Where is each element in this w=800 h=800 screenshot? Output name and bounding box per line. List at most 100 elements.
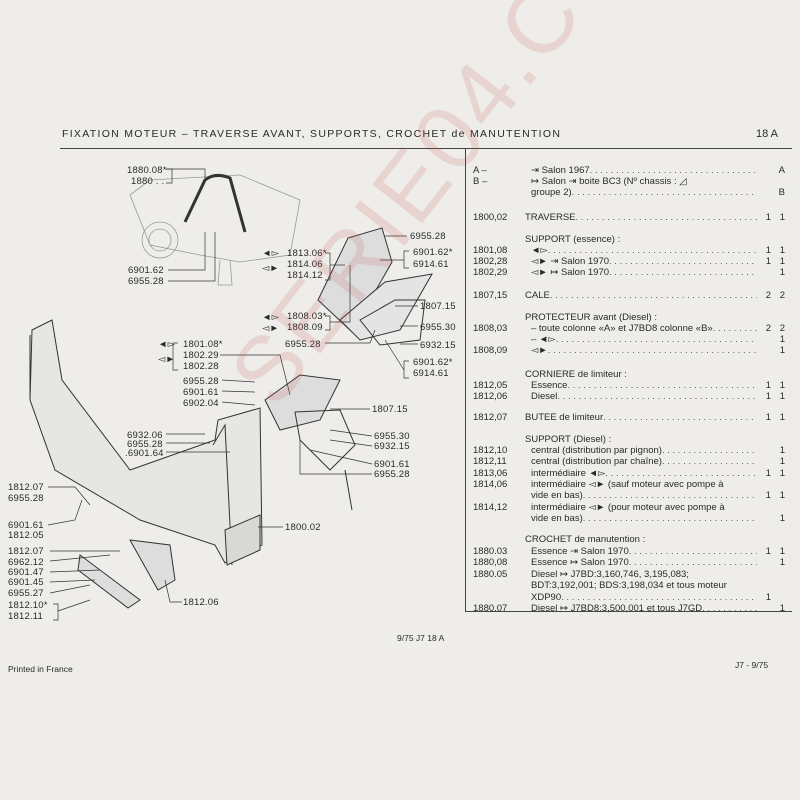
- part-row: SUPPORT (Diesel) :: [473, 434, 785, 445]
- part-description-cell: SUPPORT (essence) :: [525, 234, 757, 245]
- qty-col-2: 1: [779, 334, 785, 345]
- part-description-cell: vide en bas): [525, 490, 757, 501]
- part-number: [473, 334, 525, 345]
- part-callout: ◅►: [262, 323, 280, 334]
- part-description-cell: groupe 2): [525, 187, 757, 198]
- part-description-cell: Essence ↦ Salon 1970: [525, 557, 757, 568]
- dot-leader: [567, 380, 757, 391]
- part-description: ↦ Salon ⇥ boite BC3 (Nº chassis : ◿: [531, 176, 687, 187]
- exploded-parts-diagram: [29, 168, 433, 621]
- part-description-cell: TRAVERSE: [525, 212, 757, 223]
- qty-col-2: 1: [779, 490, 785, 501]
- qty-col-2: 1: [779, 557, 785, 568]
- part-number: 1814,06: [473, 479, 508, 490]
- qty-col-2: 1: [779, 546, 785, 557]
- part-callout: 6955.28: [183, 376, 219, 387]
- qty-col-2: A: [778, 165, 785, 176]
- part-description: Essence: [531, 380, 568, 391]
- part-number: 1814,12: [473, 502, 508, 513]
- part-description: ◅► ⇥ Salon 1970: [531, 256, 610, 267]
- qty-col-1: [757, 165, 771, 176]
- part-row: SUPPORT (essence) :: [473, 234, 785, 245]
- part-row: B –↦ Salon ⇥ boite BC3 (Nº chassis : ◿: [473, 176, 785, 187]
- part-row: 1808,03– toute colonne «A» et J7BD8 colo…: [473, 323, 785, 334]
- qty-col-1: [757, 234, 771, 245]
- dot-leader: [629, 557, 757, 568]
- part-number: [473, 580, 525, 591]
- part-row: A –⇥ Salon 1967A: [473, 165, 785, 176]
- part-row: 1812,06Diesel11: [473, 391, 785, 402]
- dot-leader: [561, 592, 757, 603]
- part-number: [473, 434, 525, 445]
- part-description-cell: SUPPORT (Diesel) :: [525, 434, 757, 445]
- part-description: XDP90: [531, 592, 562, 603]
- part-callout: 1800.02: [285, 522, 321, 533]
- dot-leader: [609, 267, 757, 278]
- part-callout: 1880 . .: [131, 176, 165, 187]
- qty-col-1: [757, 603, 771, 614]
- part-callout: 6901.45: [8, 577, 44, 588]
- part-callout: 6955.28: [410, 231, 446, 242]
- part-description-cell: Essence: [525, 380, 757, 391]
- part-callout: 1808.09: [287, 322, 323, 333]
- part-description-cell: central (distribution par pignon): [525, 445, 757, 456]
- part-number: 1812,11: [473, 456, 507, 467]
- qty-col-2: 1: [779, 445, 785, 456]
- dot-leader: [576, 212, 757, 223]
- qty-col-1: 1: [765, 412, 771, 423]
- part-callout: 1807.15: [420, 301, 456, 312]
- part-callout: ◄▻: [158, 339, 176, 350]
- crossmember-traverse: [29, 319, 263, 566]
- column-divider: [465, 149, 466, 611]
- part-callout: 1812.11: [8, 611, 44, 622]
- header-rule: [60, 148, 792, 149]
- dot-leader: [548, 345, 757, 356]
- qty-col-1: [757, 513, 771, 524]
- qty-col-1: [757, 580, 771, 591]
- part-description-cell: CROCHET de manutention :: [525, 534, 757, 545]
- qty-col-1: 1: [765, 391, 771, 402]
- qty-col-2: 1: [779, 513, 785, 524]
- part-number: [473, 513, 525, 524]
- part-description: central (distribution par pignon): [531, 445, 662, 456]
- dot-leader: [572, 187, 757, 198]
- qty-col-2: [771, 534, 785, 545]
- part-row: 1800,02TRAVERSE11: [473, 212, 785, 223]
- page-title: FIXATION MOTEUR – TRAVERSE AVANT, SUPPOR…: [62, 128, 562, 140]
- part-description: intermédiaire ◄▻: [531, 468, 606, 479]
- part-description-cell: BUTEE de limiteur: [525, 412, 757, 423]
- part-description: SUPPORT (essence) :: [525, 234, 621, 245]
- part-callout: 6901.62*: [413, 247, 453, 258]
- dot-leader: [629, 546, 757, 557]
- qty-col-2: 1: [779, 456, 785, 467]
- qty-col-2: 1: [779, 212, 785, 223]
- part-callout: 6955.28: [374, 469, 410, 480]
- part-callout: 6932.15: [374, 441, 410, 452]
- part-row: groupe 2)B: [473, 187, 785, 198]
- dot-leader: [590, 165, 757, 176]
- part-description: TRAVERSE: [525, 212, 576, 223]
- qty-col-2: [771, 176, 785, 187]
- part-row: vide en bas) 11: [473, 490, 785, 501]
- qty-col-2: [771, 369, 785, 380]
- part-description-cell: XDP90: [525, 592, 757, 603]
- part-number: 1808,09: [473, 345, 508, 356]
- qty-col-2: [771, 580, 785, 591]
- qty-col-1: [757, 369, 771, 380]
- part-callout: 6955.28: [128, 276, 164, 287]
- part-callout: ◄▻: [262, 248, 280, 259]
- part-callout: 6955.30: [374, 431, 410, 442]
- part-description: intermédiaire ◅► (sauf moteur avec pompe…: [531, 479, 724, 490]
- qty-col-1: [757, 176, 771, 187]
- part-description-cell: intermédiaire ◄▻: [525, 468, 757, 479]
- part-description-cell: – toute colonne «A» et J7BD8 colonne «B»: [525, 323, 757, 334]
- qty-col-2: [771, 592, 785, 603]
- page-reference: J7 - 9/75: [735, 660, 769, 670]
- part-number: 1812,06: [473, 391, 508, 402]
- qty-col-1: 1: [765, 490, 771, 501]
- part-callout: 6901.61: [8, 520, 44, 531]
